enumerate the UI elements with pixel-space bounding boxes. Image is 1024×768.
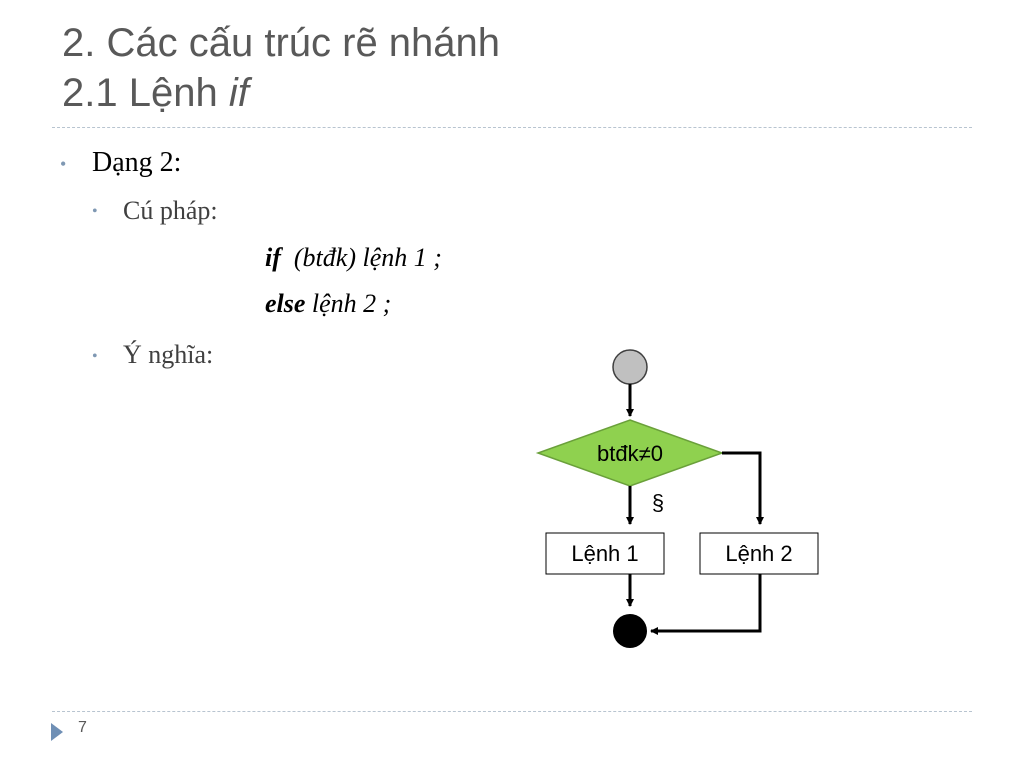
bullet-dot-icon: • [92,348,98,365]
title-line-1: 2. Các cấu trúc rẽ nhánh [62,21,501,65]
code-line-1-rest: (btđk) lệnh 1 ; [280,243,442,272]
start-node [612,349,648,385]
condition-label: btđk≠0 [597,441,663,466]
bullet-dang-2: Dạng 2: [92,147,182,178]
flowchart-diagram: btđk≠0 § Lệnh 1 Lệnh 2 [535,349,819,648]
bullet-cu-phap: Cú pháp: [123,196,218,225]
top-divider [52,127,972,128]
lenh1-label: Lệnh 1 [571,541,638,566]
bottom-divider [52,711,972,712]
lenh1-box [545,532,665,575]
title-line-2-prefix: 2.1 Lệnh [62,71,229,115]
lenh2-label: Lệnh 2 [725,541,792,566]
code-keyword-if: if [265,243,281,272]
end-node [613,614,647,648]
slide-title: 2. Các cấu trúc rẽ nhánh 2.1 Lệnh if [62,18,500,118]
bullet-dot-icon: • [92,203,98,220]
title-line-2: 2.1 Lệnh if [62,68,500,118]
false-marker-label: § [652,490,664,515]
arrow-lenh2-to-end [650,574,762,635]
page-number: 7 [78,719,87,736]
bullet-y-nghia: Ý nghĩa: [123,340,214,369]
bullet-dot-icon: • [60,154,67,174]
code-line-2: else lệnh 2 ; [265,289,391,319]
code-line-2-rest: lệnh 2 ; [305,289,392,318]
code-keyword-else: else [265,289,306,318]
code-line-1: if (btđk) lệnh 1 ; [265,243,442,273]
arrow-condition-to-lenh2 [722,451,764,525]
triangle-right-icon [51,723,63,741]
lenh2-box [699,532,819,575]
title-keyword: if [228,71,249,115]
